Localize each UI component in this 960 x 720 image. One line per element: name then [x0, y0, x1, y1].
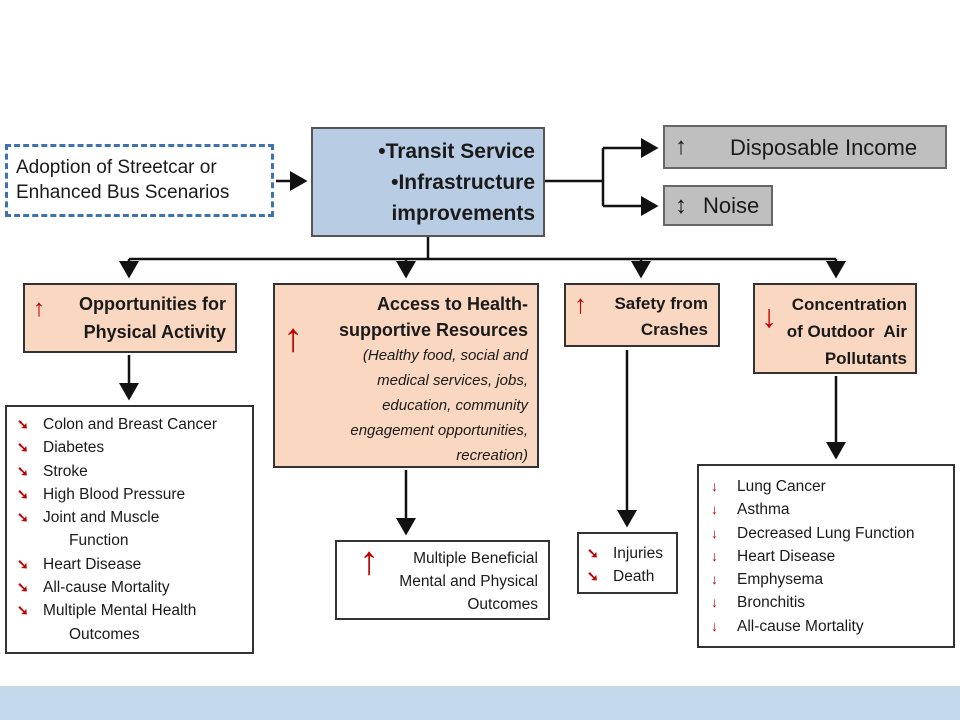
down-arrow-icon: ↓ — [711, 547, 718, 564]
list-item: ↓All-cause Mortality — [711, 615, 953, 638]
physical-activity-outcomes-list: ➘Colon and Breast Cancer ➘Diabetes ➘Stro… — [5, 405, 254, 654]
income-label: Disposable Income — [730, 135, 918, 160]
beneficial-line-1: Multiple Beneficial — [413, 550, 538, 567]
scenario-line-1: Adoption of Streetcar or — [16, 157, 217, 178]
detail-line: medical services, jobs, — [377, 372, 528, 389]
list-item: ➘Joint and Muscle — [17, 506, 252, 529]
up-down-arrow-icon: ↕ — [675, 192, 687, 219]
list-item: ↓Asthma — [711, 498, 953, 521]
beneficial-line-3: Outcomes — [467, 596, 538, 613]
down-arrow-icon: ➘ — [17, 439, 29, 456]
physical-activity-title-2: Physical Activity — [83, 322, 226, 342]
list-item: ➘Injuries — [587, 542, 676, 565]
air-pollutants-title-3: Pollutants — [824, 349, 907, 368]
down-arrow-icon: ➘ — [17, 485, 29, 502]
down-arrow-icon: ➘ — [17, 509, 29, 526]
down-arrow-icon: ↓ — [711, 571, 718, 588]
detail-line: engagement opportunities, — [350, 422, 528, 439]
list-item: ➘Heart Disease — [17, 553, 252, 576]
beneficial-outcomes-box: ↑ Multiple Beneficial Mental and Physica… — [335, 540, 550, 620]
down-arrow-icon: ↓ — [711, 617, 718, 634]
down-arrow-icon: ➘ — [17, 462, 29, 479]
physical-activity-title-1: Opportunities for — [79, 294, 226, 314]
increase-arrow-icon: ↑ — [359, 539, 379, 583]
list-item-continuation: Function — [69, 532, 129, 550]
list-item: ➘Diabetes — [17, 436, 252, 459]
disposable-income-box: ↑ Disposable Income — [663, 125, 947, 169]
up-arrow-icon: ↑ — [675, 133, 687, 160]
list-item: ↓Lung Cancer — [711, 475, 953, 498]
increase-arrow-icon: ↑ — [574, 289, 587, 319]
crash-safety-box: ↑ Safety from Crashes — [564, 283, 720, 347]
transit-line-1: •Transit Service — [378, 140, 535, 163]
down-arrow-icon: ➘ — [587, 545, 599, 561]
scenario-box: Adoption of Streetcar or Enhanced Bus Sc… — [5, 144, 274, 217]
transit-box: •Transit Service •Infrastructure improve… — [311, 127, 545, 237]
list-item: ↓Heart Disease — [711, 545, 953, 568]
detail-line: recreation) — [456, 447, 528, 464]
beneficial-line-2: Mental and Physical — [399, 573, 538, 590]
down-arrow-icon: ➘ — [17, 579, 29, 596]
list-item: ➘Death — [587, 565, 676, 588]
list-item-continuation: Outcomes — [69, 625, 140, 643]
list-item: ➘Multiple Mental Health — [17, 599, 252, 622]
list-item: ↓Bronchitis — [711, 591, 953, 614]
air-pollutants-title-2: of Outdoor Air — [786, 322, 907, 341]
list-item: ↓Decreased Lung Function — [711, 522, 953, 545]
list-item: ➘Stroke — [17, 460, 252, 483]
down-arrow-icon: ➘ — [17, 555, 29, 572]
slide-footer-band — [0, 686, 960, 720]
health-resources-title-2: supportive Resources — [338, 320, 528, 340]
noise-label: Noise — [703, 193, 760, 218]
scenario-line-2: Enhanced Bus Scenarios — [16, 182, 230, 203]
air-pollutants-box: ↓ Concentration of Outdoor Air Pollutant… — [753, 283, 917, 374]
transit-line-3: improvements — [391, 202, 535, 225]
down-arrow-icon: ↓ — [711, 524, 718, 541]
air-pollution-outcomes-list: ↓Lung Cancer ↓Asthma ↓Decreased Lung Fun… — [697, 464, 955, 648]
health-resources-title-1: Access to Health- — [376, 294, 528, 314]
noise-box: ↕ Noise — [663, 185, 773, 226]
list-item: ➘Colon and Breast Cancer — [17, 413, 252, 436]
detail-line: (Healthy food, social and — [362, 347, 528, 364]
down-arrow-icon: ➘ — [587, 568, 599, 585]
list-item: ➘All-cause Mortality — [17, 576, 252, 599]
decrease-arrow-icon: ↓ — [761, 298, 777, 334]
air-pollutants-title-1: Concentration — [791, 295, 907, 314]
crash-safety-title-2: Crashes — [640, 320, 708, 339]
down-arrow-icon: ↓ — [711, 594, 718, 611]
list-item: ↓Emphysema — [711, 568, 953, 591]
transit-line-2: •Infrastructure — [391, 171, 535, 194]
crash-safety-title-1: Safety from — [614, 294, 708, 313]
down-arrow-icon: ↓ — [711, 501, 718, 518]
increase-arrow-icon: ↑ — [283, 316, 303, 360]
physical-activity-box: ↑ Opportunities for Physical Activity — [23, 283, 237, 353]
down-arrow-icon: ➘ — [17, 602, 29, 619]
detail-line: education, community — [382, 397, 528, 414]
list-item: ➘High Blood Pressure — [17, 483, 252, 506]
health-resources-box: ↑ Access to Health- supportive Resources… — [273, 283, 539, 468]
down-arrow-icon: ↓ — [711, 478, 718, 494]
down-arrow-icon: ➘ — [17, 416, 29, 432]
health-resources-detail: (Healthy food, social and medical servic… — [275, 343, 528, 468]
increase-arrow-icon: ↑ — [33, 295, 45, 322]
crash-outcomes-list: ➘Injuries ➘Death — [577, 532, 678, 594]
